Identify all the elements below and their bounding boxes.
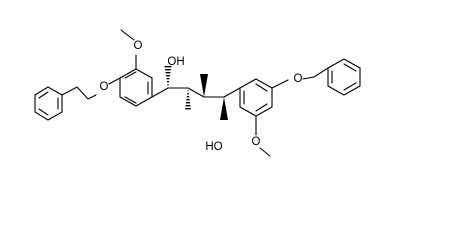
- right-methoxy-oxygen: O: [252, 136, 261, 148]
- c3-methyl-wedge: [200, 74, 208, 97]
- left-ether-bond: [108, 77, 121, 85]
- right-benzyl-oxygen: O: [294, 73, 303, 85]
- chain-bonds: [151, 87, 225, 98]
- right-benzyl-ch2-bonds: [302, 67, 329, 80]
- structure-canvas: O O OH HO O O: [34, 29, 361, 157]
- molecule-drawing: O O OH HO O O: [34, 29, 361, 157]
- left-methoxy-oxygen: O: [134, 40, 143, 52]
- left-aromatic-ring: [119, 68, 153, 107]
- left-methoxy-methyl-bond: [120, 29, 135, 41]
- left-benzyl-oxygen: O: [100, 81, 109, 93]
- c2-methyl-hash-wedge: [185, 88, 191, 110]
- left-benzyl-ring: [34, 86, 63, 121]
- c4-wedge: [220, 97, 228, 120]
- right-ether-bond: [271, 79, 289, 89]
- right-benzyl-ring: [327, 58, 361, 96]
- c1-hydroxyl: OH: [167, 56, 184, 68]
- right-aromatic-ring: [239, 78, 273, 117]
- right-methoxy-methyl-bond: [259, 147, 271, 157]
- c4-hydroxyl: HO: [205, 141, 222, 153]
- c1-hash-wedge: [164, 66, 172, 88]
- left-benzyl-ch2-bonds: [61, 86, 97, 100]
- c4-aryl-bond: [223, 87, 241, 98]
